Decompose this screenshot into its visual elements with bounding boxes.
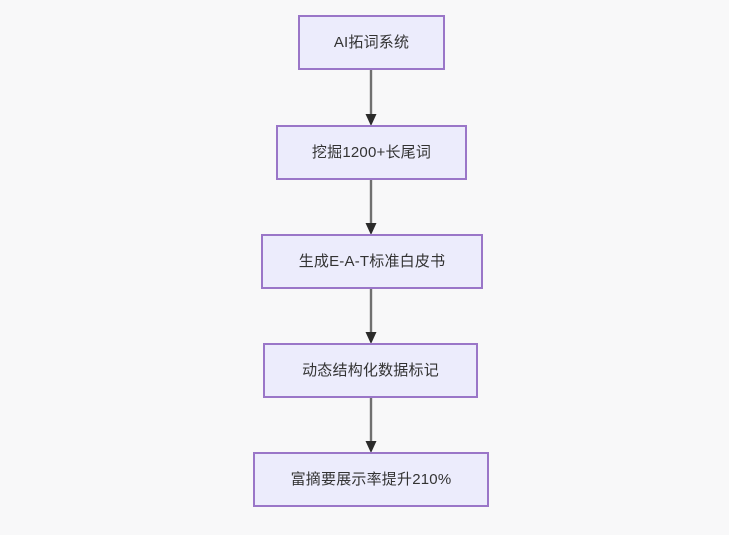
flow-node-dynamic-structured-data-markup[interactable]: 动态结构化数据标记 bbox=[263, 343, 478, 398]
flow-node-rich-snippet-impression-lift[interactable]: 富摘要展示率提升210% bbox=[253, 452, 489, 507]
arrowhead-icon bbox=[365, 114, 377, 126]
arrowhead-icon bbox=[365, 223, 377, 235]
edge-n2-n3 bbox=[365, 178, 377, 235]
flow-node-label: AI拓词系统 bbox=[333, 33, 410, 51]
flow-node-label: 生成E-A-T标准白皮书 bbox=[298, 252, 446, 270]
arrowhead-icon bbox=[365, 332, 377, 344]
flow-node-ai-keyword-system[interactable]: AI拓词系统 bbox=[298, 15, 445, 70]
edge-n3-n4 bbox=[365, 287, 377, 344]
flow-node-label: 挖掘1200+长尾词 bbox=[311, 143, 432, 161]
flow-node-label: 富摘要展示率提升210% bbox=[290, 470, 452, 488]
flow-node-mine-longtail-keywords[interactable]: 挖掘1200+长尾词 bbox=[276, 125, 467, 180]
flow-node-generate-eat-whitepaper[interactable]: 生成E-A-T标准白皮书 bbox=[261, 234, 483, 289]
flow-node-label: 动态结构化数据标记 bbox=[302, 361, 439, 379]
arrowhead-icon bbox=[365, 441, 377, 453]
edge-n1-n2 bbox=[365, 68, 377, 126]
edge-n4-n5 bbox=[365, 396, 377, 453]
